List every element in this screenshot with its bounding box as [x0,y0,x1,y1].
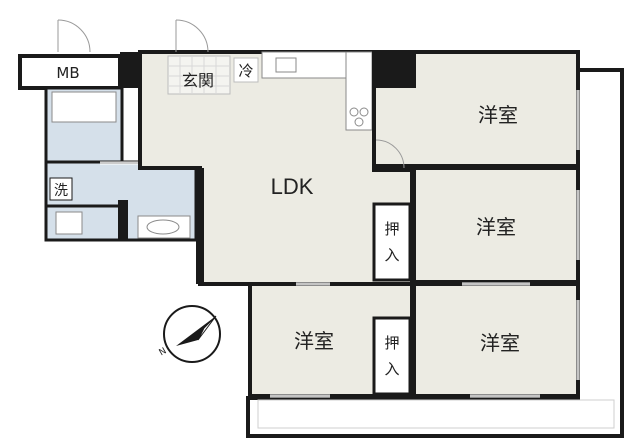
genkan-label: 玄関 [182,71,214,90]
window-frames [270,90,579,397]
closet-upper-char2: 入 [384,246,399,264]
western-room-ne-label: 洋室 [478,103,518,127]
closet-lower-char1: 押 [384,334,399,352]
western-room-s-label: 洋室 [294,329,334,353]
laundry-label: 洗 [54,183,68,199]
bathroom [44,86,124,164]
western-room-e: 洋室 [412,166,580,284]
fridge-space: 冷 [233,57,259,83]
kitchen-counter [261,51,373,131]
closet-lower-char2: 入 [384,360,399,378]
closet-upper-char1: 押 [384,220,399,238]
compass-icon: N [158,305,221,363]
closet-lower: 押 入 [372,316,412,396]
toilet-room [44,204,126,242]
meter-box: MB [18,54,122,90]
compass-north-marker: N [158,346,169,358]
western-room-se-label: 洋室 [480,331,520,355]
entrance: 玄関 [167,55,231,95]
closet-upper: 押 入 [372,202,412,282]
structural-walls [118,52,416,284]
wash-basin [137,215,191,239]
western-room-e-label: 洋室 [476,215,516,239]
mb-label: MB [56,64,79,82]
fridge-label: 冷 [238,62,253,80]
entrance-doors [57,19,209,53]
western-room-se: 洋室 [412,282,580,398]
ldk-label: LDK [271,174,314,199]
